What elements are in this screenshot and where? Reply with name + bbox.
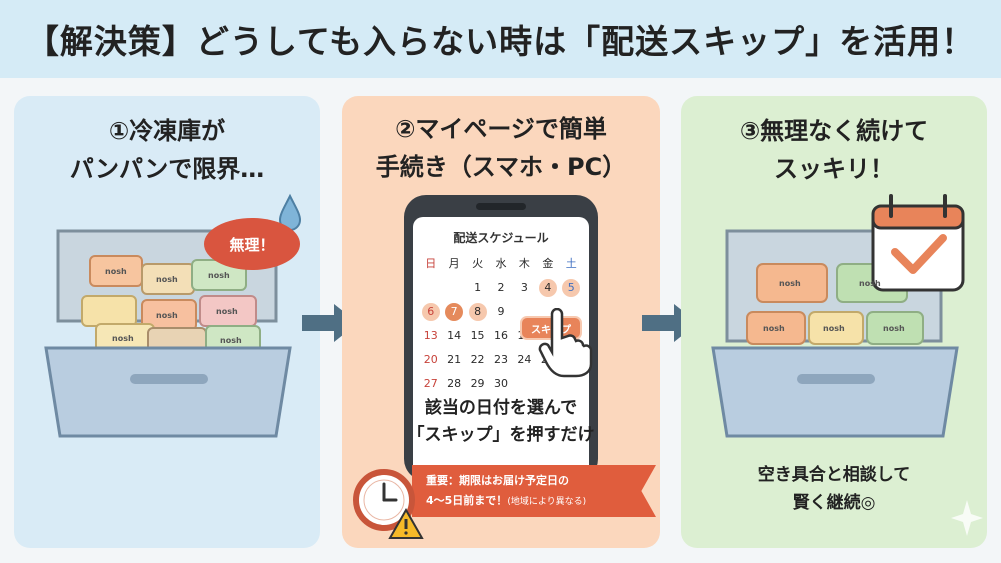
full-freezer-drawer-illustration <box>44 193 302 438</box>
weekday-label: 月 <box>448 257 460 270</box>
container-label: nosh <box>208 271 230 280</box>
calendar-day[interactable]: 16 <box>493 329 508 342</box>
calendar-day[interactable]: 7 <box>445 303 464 321</box>
warning-icon <box>388 507 424 539</box>
calendar-day <box>419 279 442 297</box>
sparkle-icon <box>951 500 983 536</box>
container-label: nosh <box>105 267 127 276</box>
container-label: nosh <box>156 275 178 284</box>
calendar-day[interactable]: 23 <box>493 353 508 366</box>
step-2-title-line2: 手続き（スマホ・PC） <box>375 153 627 181</box>
step-2-caption-line2: 「スキップ」を押すだけ <box>407 425 595 445</box>
calendar-day[interactable]: 14 <box>447 329 462 342</box>
weekday-label: 金 <box>542 257 554 270</box>
calendar-day[interactable]: 8 <box>468 303 487 321</box>
calendar-day[interactable]: 9 <box>497 305 505 318</box>
step-3-caption: 空き具合と相談して 賢く継続◎ <box>681 461 987 517</box>
calendar-day[interactable]: 22 <box>470 353 485 366</box>
calendar-day[interactable]: 5 <box>562 279 581 297</box>
deadline-notice-banner: 重要：期限はお届け予定日の 4〜5日前まで！(地域により異なる) <box>412 465 656 517</box>
container-label: nosh <box>156 311 178 320</box>
step-3-caption-line2: 賢く継続◎ <box>792 493 876 513</box>
step-2-caption: 該当の日付を選んで 「スキップ」を押すだけ <box>342 395 660 449</box>
calendar-day <box>442 279 465 297</box>
step-3-title-line2: スッキリ！ <box>774 155 894 183</box>
step-3-caption-line1: 空き具合と相談して <box>757 465 911 485</box>
step-1-title: ①冷凍庫が パンパンで限界… <box>14 112 320 188</box>
container-label: nosh <box>112 334 134 343</box>
container-label: nosh <box>823 324 845 333</box>
calendar-day[interactable]: 29 <box>470 377 485 390</box>
step-3-title-line1: ③無理なく続けて <box>739 117 929 145</box>
calendar-day[interactable]: 6 <box>421 303 440 321</box>
step-2-title-line1: ②マイページで簡単 <box>395 115 607 143</box>
pointing-hand-icon <box>538 308 593 378</box>
clock-icon <box>353 469 424 539</box>
calendar-day[interactable]: 2 <box>497 281 505 294</box>
calendar-day[interactable]: 27 <box>423 377 438 390</box>
tidy-freezer-drawer-illustration <box>711 194 983 536</box>
calendar-title: 配送スケジュール <box>453 231 549 245</box>
step-1-title-line1: ①冷凍庫が <box>108 117 226 145</box>
weekday-label: 土 <box>565 257 577 270</box>
calendar-day[interactable]: 13 <box>423 329 438 342</box>
calendar-day[interactable]: 24 <box>517 353 532 366</box>
weekday-label: 火 <box>472 257 484 270</box>
smartphone: 配送スケジュール 日 月 火 水 木 金 土 1 2 3 4 5 6 7 8 9 <box>404 195 598 481</box>
calendar-day[interactable]: 30 <box>493 377 508 390</box>
container-label: nosh <box>220 336 242 345</box>
title-bar: 【解決策】どうしても入らない時は「配送スキップ」を活用！ <box>0 0 1001 78</box>
notice-note: (地域により異なる) <box>507 497 587 507</box>
container-label: nosh <box>859 279 881 288</box>
calendar-day[interactable]: 20 <box>423 353 438 366</box>
phone-notch <box>476 203 526 210</box>
weekday-label: 日 <box>425 257 437 270</box>
deadline-notice-text: 重要：期限はお届け予定日の 4〜5日前まで！(地域により異なる) <box>426 471 652 512</box>
calendar-check-icon <box>871 194 965 292</box>
container-label: nosh <box>763 324 785 333</box>
container-label: nosh <box>779 279 801 288</box>
weekday-label: 水 <box>495 257 507 270</box>
calendar-day[interactable]: 21 <box>447 353 462 366</box>
calendar-day[interactable]: 3 <box>520 281 528 294</box>
weekday-label: 木 <box>518 257 530 270</box>
container-label: nosh <box>883 324 905 333</box>
calendar-day[interactable]: 28 <box>447 377 462 390</box>
step-1-title-line2: パンパンで限界… <box>69 155 265 183</box>
page-title: 【解決策】どうしても入らない時は「配送スキップ」を活用！ <box>25 22 976 61</box>
notice-line2: 4〜5日前まで！ <box>426 494 508 507</box>
notice-line1: 重要：期限はお届け予定日の <box>426 474 569 487</box>
container-label: nosh <box>216 307 238 316</box>
step-1-panel: ①冷凍庫が パンパンで限界… nosh nosh nosh nosh nosh … <box>14 96 320 548</box>
calendar-day[interactable]: 1 <box>474 281 482 294</box>
calendar-day[interactable]: 15 <box>470 329 485 342</box>
step-3-panel: ③無理なく続けて スッキリ！ nosh nosh nosh nosh nosh … <box>681 96 987 548</box>
calendar-day[interactable]: 4 <box>538 279 557 297</box>
step-2-panel: ②マイページで簡単 手続き（スマホ・PC） 配送スケジュール 日 月 火 水 木… <box>342 96 660 548</box>
step-2-caption-line1: 該当の日付を選んで <box>424 398 578 418</box>
step-2-title: ②マイページで簡単 手続き（スマホ・PC） <box>342 110 660 186</box>
step-3-title: ③無理なく続けて スッキリ！ <box>681 112 987 188</box>
speech-bubble: 無理！ <box>204 218 300 270</box>
